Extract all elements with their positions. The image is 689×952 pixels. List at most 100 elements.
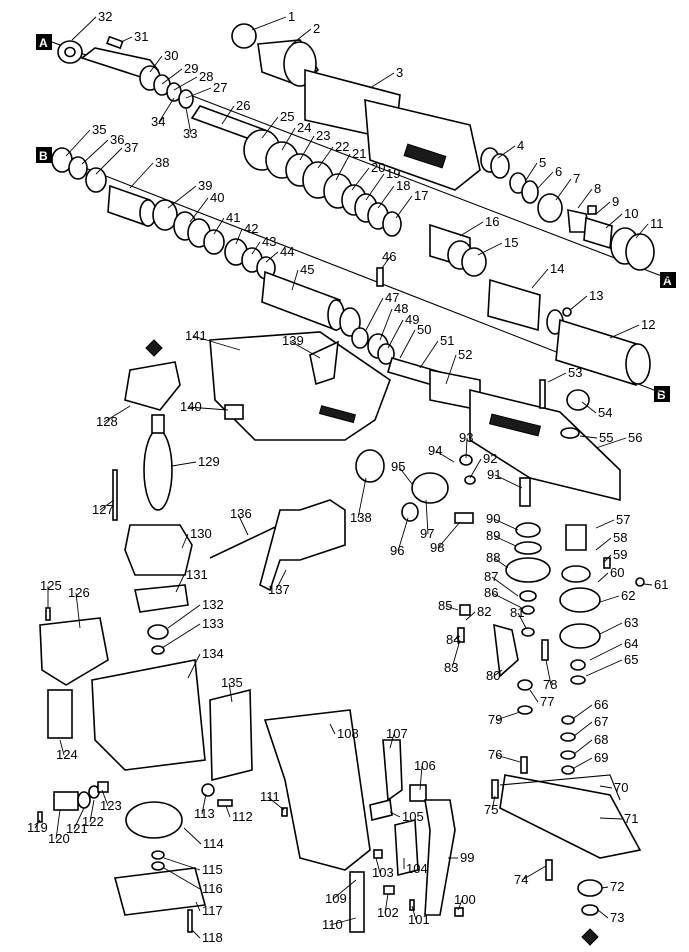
leader-line-34 <box>158 97 175 123</box>
part-label-74: 74 <box>514 872 528 887</box>
leader-line-110 <box>329 917 357 926</box>
leader-line-12 <box>609 324 640 339</box>
leader-line-106 <box>419 765 423 791</box>
pin-part-59 <box>603 557 611 569</box>
leader-line-127 <box>99 499 115 511</box>
part-label-57: 57 <box>616 512 630 527</box>
shaft-part-91 <box>519 477 531 507</box>
part-81 <box>521 627 535 637</box>
part-label-8: 8 <box>594 181 601 196</box>
screw-part-74 <box>545 859 553 881</box>
leader-line-80 <box>493 669 503 677</box>
leader-line-124 <box>59 739 65 756</box>
leader-line-9 <box>595 201 611 215</box>
part-label-116: 116 <box>202 881 223 896</box>
leader-line-93 <box>465 437 468 459</box>
part-label-94: 94 <box>428 443 442 458</box>
part-label-119: 119 <box>27 820 48 835</box>
leader-line-137 <box>275 569 287 591</box>
leader-line-82 <box>465 611 476 621</box>
leader-line-35 <box>65 129 91 157</box>
leader-line-78 <box>545 659 552 686</box>
ring-part-7 <box>537 193 563 223</box>
leader-line-115 <box>163 857 201 871</box>
part-label-118: 118 <box>202 930 223 945</box>
lower-barrel-assembly <box>51 147 481 411</box>
leader-line-83 <box>451 639 461 669</box>
leader-line-37 <box>95 147 123 175</box>
leader-line-4 <box>497 145 516 159</box>
part-label-11: 11 <box>650 216 664 231</box>
bearing-part-58 <box>561 565 591 583</box>
leader-line-76 <box>495 754 521 763</box>
part-label-32: 32 <box>98 9 112 24</box>
leader-line-48 <box>379 308 393 341</box>
leader-line-28 <box>173 76 198 91</box>
leader-line-107 <box>389 733 395 749</box>
part-label-3: 3 <box>396 65 403 80</box>
leader-line-53 <box>547 372 567 383</box>
part-68 <box>560 750 576 760</box>
ring-part-33 <box>178 89 194 109</box>
leader-line-89 <box>493 535 517 547</box>
leader-line-71 <box>599 817 623 820</box>
part-label-26: 26 <box>236 98 250 113</box>
svg-text:B: B <box>39 149 48 163</box>
leader-line-46 <box>381 256 391 269</box>
bearing-part-72 <box>577 879 603 897</box>
leader-line-85 <box>445 605 459 611</box>
part-label-95: 95 <box>391 459 405 474</box>
leader-line-15 <box>477 242 503 256</box>
leader-line-23 <box>299 135 315 161</box>
pin-part-31 <box>106 35 124 50</box>
leader-line-17 <box>395 195 413 219</box>
ring-part-41 <box>203 229 225 255</box>
leader-line-109 <box>332 879 357 900</box>
part-133 <box>151 645 165 655</box>
leader-line-81 <box>517 612 527 629</box>
part-121 <box>77 791 91 809</box>
side-grip-part-141 <box>209 331 391 441</box>
ball-part-61 <box>635 577 645 587</box>
leader-line-6 <box>537 171 554 189</box>
leader-line-5 <box>525 162 538 181</box>
plate-part-120 <box>53 791 79 811</box>
leader-line-119 <box>34 819 41 829</box>
part-label-87: 87 <box>484 569 498 584</box>
leader-line-136 <box>237 513 249 536</box>
leader-line-103 <box>375 857 381 874</box>
leader-line-31 <box>120 36 133 43</box>
leader-line-41 <box>213 217 225 235</box>
crank-housing-assembly <box>401 379 645 946</box>
part-label-2: 2 <box>313 21 320 36</box>
leader-line-132 <box>167 604 201 629</box>
gasket-part-70 <box>499 774 621 801</box>
part-label-127: 127 <box>92 502 114 517</box>
part-label-9: 9 <box>612 194 619 209</box>
part-label-108: 108 <box>337 726 359 741</box>
pin-part-76 <box>520 756 528 774</box>
part-label-6: 6 <box>555 164 562 179</box>
leader-line-19 <box>365 173 385 201</box>
part-label-72: 72 <box>610 879 624 894</box>
leader-line-100 <box>457 899 463 911</box>
leader-line-43 <box>251 241 261 255</box>
gear-part-88 <box>505 557 551 583</box>
leader-line-13 <box>569 295 588 311</box>
part-label-12: 12 <box>641 317 655 332</box>
leader-line-116 <box>163 867 201 890</box>
part-116 <box>151 861 165 871</box>
leader-line-62 <box>599 595 620 603</box>
part-67 <box>560 732 576 742</box>
part-label-37: 37 <box>124 140 138 155</box>
collar-part-10 <box>583 216 613 250</box>
ring-part-47 <box>351 327 369 349</box>
part-label-134: 134 <box>202 646 224 661</box>
ring-part-36 <box>68 156 88 180</box>
part-label-112: 112 <box>232 809 253 824</box>
leader-line-60 <box>597 572 609 583</box>
leader-line-26 <box>221 105 235 125</box>
leader-line-45 <box>291 269 299 291</box>
part-label-139: 139 <box>282 333 304 348</box>
part-label-84: 84 <box>446 632 460 647</box>
